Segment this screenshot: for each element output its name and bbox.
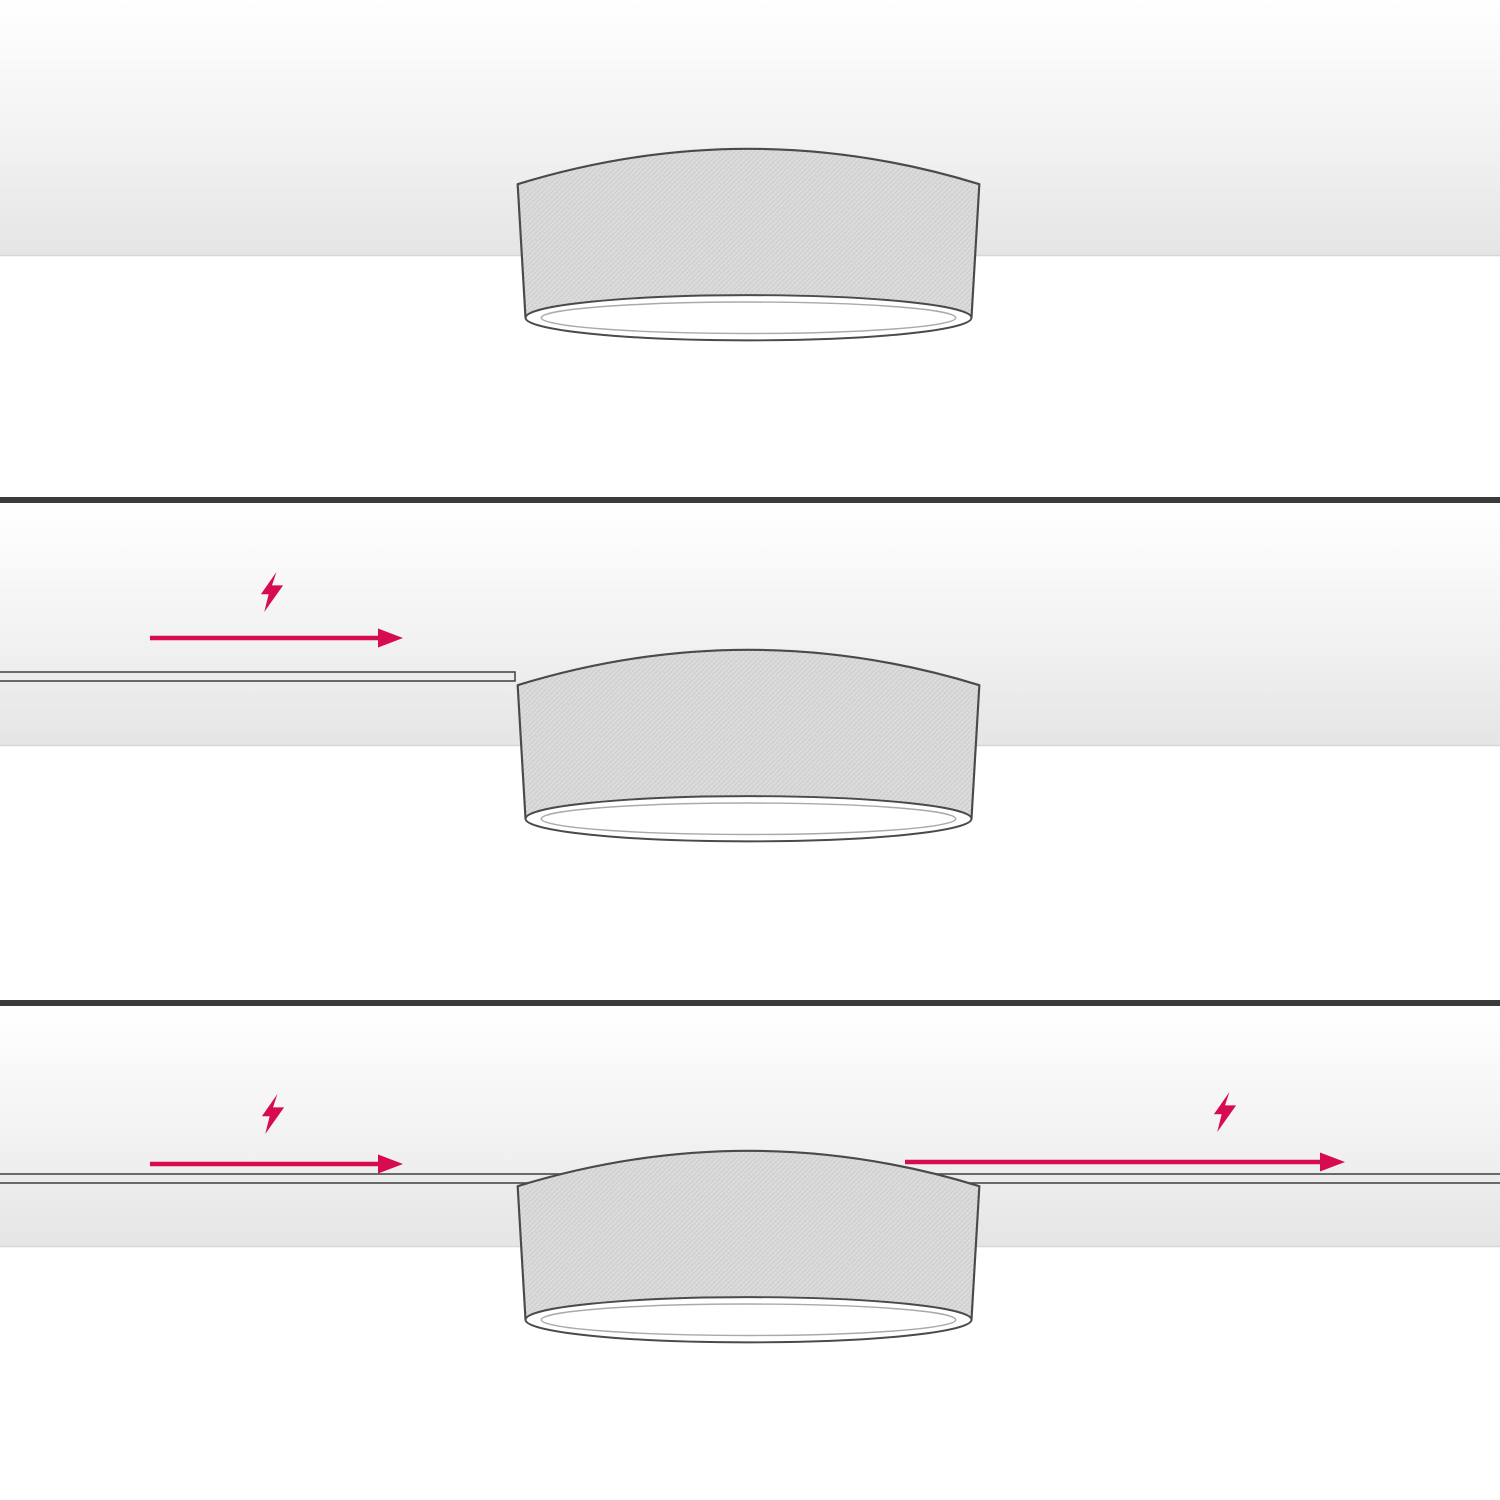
panel-shade-cable-pass-through — [0, 1006, 1500, 1344]
power-cable-left — [0, 671, 516, 682]
direction-arrow-right-icon — [150, 628, 403, 648]
panel-divider — [0, 497, 1500, 503]
panel-shade-plain — [0, 0, 1500, 342]
drum-lampshade — [516, 1149, 981, 1344]
drum-lampshade — [516, 147, 981, 342]
drum-lampshade — [516, 648, 981, 843]
panel-shade-cable-in-left — [0, 503, 1500, 843]
direction-arrow-right-icon — [905, 1152, 1345, 1172]
direction-arrow-right-icon — [150, 1154, 403, 1174]
panel-divider — [0, 1000, 1500, 1006]
